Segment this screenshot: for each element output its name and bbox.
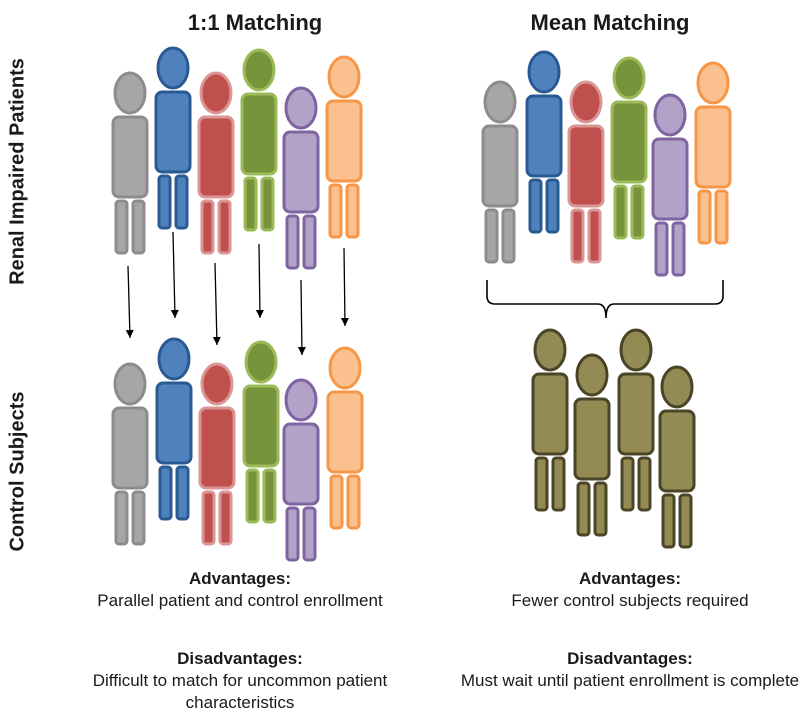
match-arrow-green — [255, 243, 264, 319]
patient-figure-orange — [694, 61, 732, 245]
control-figure-red — [198, 362, 236, 546]
right-advantages-header: Advantages: — [578, 569, 682, 588]
patient-figure-blue — [525, 50, 563, 234]
left-panel-title: 1:1 Matching — [187, 10, 323, 35]
patient-figure-red — [567, 80, 605, 264]
left-advantages-text: Parallel patient and control enrollment — [97, 591, 383, 610]
patient-figure-green — [240, 48, 278, 232]
right-disadvantages-header: Disadvantages: — [567, 649, 693, 668]
control-figure-orange — [326, 346, 364, 530]
patient-figure-green — [610, 56, 648, 240]
match-arrow-orange — [340, 247, 349, 327]
patient-figure-purple — [282, 86, 320, 270]
match-arrow-purple — [297, 279, 306, 356]
right-advantages-text: Fewer control subjects required — [511, 591, 749, 610]
right-disadvantages: Disadvantages: Must wait until patient e… — [440, 648, 804, 692]
left-advantages: Advantages: Parallel patient and control… — [40, 568, 440, 612]
patient-figure-orange — [325, 55, 363, 239]
control-figure-olive-3 — [617, 328, 655, 512]
right-disadvantages-text: Must wait until patient enrollment is co… — [460, 671, 800, 690]
control-figure-olive-2 — [573, 353, 611, 537]
control-figure-green — [242, 340, 280, 524]
patient-figure-purple — [651, 93, 689, 277]
match-arrow-gray — [125, 265, 134, 339]
patient-figure-gray — [111, 71, 149, 255]
left-advantages-header: Advantages: — [188, 569, 292, 588]
patient-figure-red — [197, 71, 235, 255]
control-figure-olive-1 — [531, 328, 569, 512]
row-label-controls: Control Subjects — [6, 391, 29, 552]
left-disadvantages-header: Disadvantages: — [177, 649, 303, 668]
control-figure-gray — [111, 362, 149, 546]
control-figure-blue — [155, 337, 193, 521]
patient-figure-gray — [481, 80, 519, 264]
control-figure-purple — [282, 378, 320, 562]
match-arrow-red — [212, 262, 221, 346]
patient-figure-blue — [154, 46, 192, 230]
control-figure-olive-4 — [658, 365, 696, 549]
group-brace — [486, 280, 724, 319]
match-arrow-blue — [170, 231, 179, 319]
right-panel-title: Mean Matching — [530, 10, 690, 35]
left-disadvantages: Disadvantages: Difficult to match for un… — [40, 648, 440, 714]
row-label-patients: Renal Impaired Patients — [6, 58, 29, 285]
right-advantages: Advantages: Fewer control subjects requi… — [440, 568, 804, 612]
left-disadvantages-text: Difficult to match for uncommon patient … — [92, 671, 388, 712]
